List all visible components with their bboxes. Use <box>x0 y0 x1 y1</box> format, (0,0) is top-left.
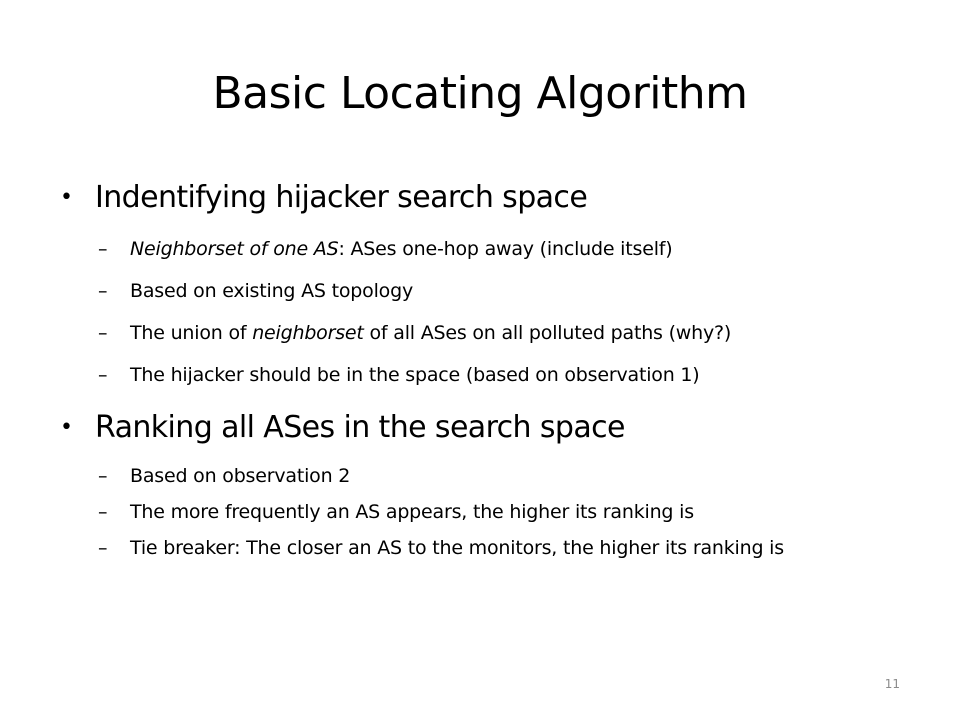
subitem-text: The hijacker should be in the space (bas… <box>130 364 700 386</box>
dash-icon: – <box>98 465 108 487</box>
slide-number: 11 <box>884 677 900 691</box>
subitem-text: Based on observation 2 <box>130 465 351 487</box>
subitem-italic-term: Neighborset of one AS <box>130 238 339 260</box>
dash-icon: – <box>98 238 108 260</box>
dash-icon: – <box>98 322 108 344</box>
slide-body: • Indentifying hijacker search space – N… <box>60 168 920 566</box>
subitem-text: Tie breaker: The closer an AS to the mon… <box>130 537 784 559</box>
subitem-text: : ASes one-hop away (include itself) <box>338 238 673 260</box>
subitem-union: – The union of neighborset of all ASes o… <box>60 312 920 354</box>
subitem-text: The more frequently an AS appears, the h… <box>130 501 694 523</box>
bullet-icon: • <box>60 185 73 210</box>
dash-icon: – <box>98 501 108 523</box>
slide-title: Basic Locating Algorithm <box>212 68 748 119</box>
dash-icon: – <box>98 364 108 386</box>
subitem-text-post: of all ASes on all polluted paths (why?) <box>363 322 732 344</box>
bullet-ranking: • Ranking all ASes in the search space <box>60 398 920 458</box>
subitem-text: Based on existing AS topology <box>130 280 413 302</box>
subitem-neighborset: – Neighborset of one AS: ASes one-hop aw… <box>60 228 920 270</box>
subitem-italic-term: neighborset <box>252 322 364 344</box>
subitem-topology: – Based on existing AS topology <box>60 270 920 312</box>
dash-icon: – <box>98 280 108 302</box>
bullet-search-space: • Indentifying hijacker search space <box>60 168 920 228</box>
subitem-hijacker-space: – The hijacker should be in the space (b… <box>60 354 920 396</box>
subitem-frequency: – The more frequently an AS appears, the… <box>60 494 920 530</box>
subitem-observation-2: – Based on observation 2 <box>60 458 920 494</box>
subitem-tie-breaker: – Tie breaker: The closer an AS to the m… <box>60 530 920 566</box>
bullet-icon: • <box>60 415 73 440</box>
bullet-text: Ranking all ASes in the search space <box>95 410 626 445</box>
subitem-text-pre: The union of <box>130 322 253 344</box>
bullet-text: Indentifying hijacker search space <box>95 180 588 215</box>
dash-icon: – <box>98 537 108 559</box>
